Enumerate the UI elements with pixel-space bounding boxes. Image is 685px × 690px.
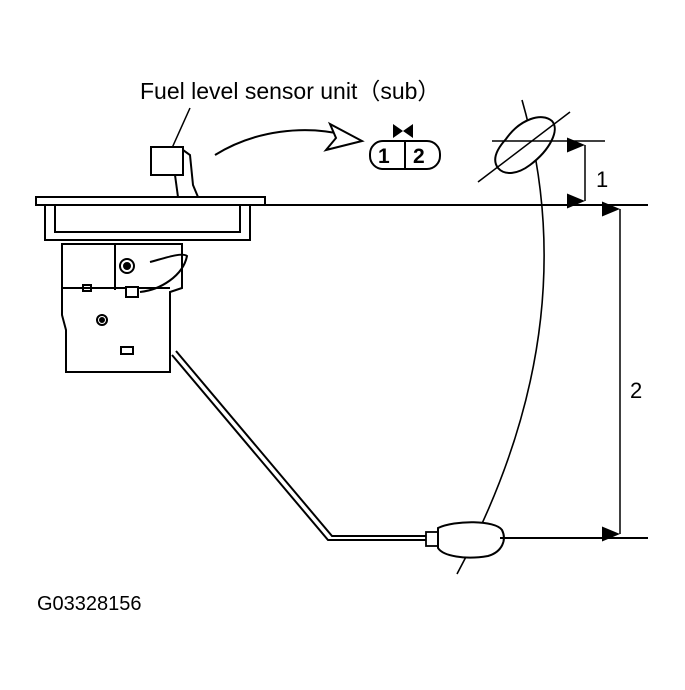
connector-pin-2: 2 — [413, 145, 425, 168]
dimension-1: 1 — [567, 137, 608, 209]
dimension-2: 2 — [602, 201, 642, 542]
connector-pin-1: 1 — [378, 145, 390, 168]
dimension-2-label: 2 — [630, 378, 642, 403]
dimension-1-label: 1 — [596, 167, 608, 192]
float-arm — [171, 350, 430, 541]
figure-id: G03328156 — [37, 593, 142, 615]
connector-pointer-arrow — [214, 121, 365, 156]
diagram-title: Fuel level sensor unit（sub） — [140, 78, 440, 104]
float-upper — [477, 111, 571, 183]
float-lower — [425, 521, 505, 559]
sensor-unit-body — [35, 146, 266, 373]
title-leader-line — [171, 107, 191, 149]
connector-symbol: 1 2 — [369, 124, 441, 170]
float-swing-arc — [456, 99, 545, 575]
